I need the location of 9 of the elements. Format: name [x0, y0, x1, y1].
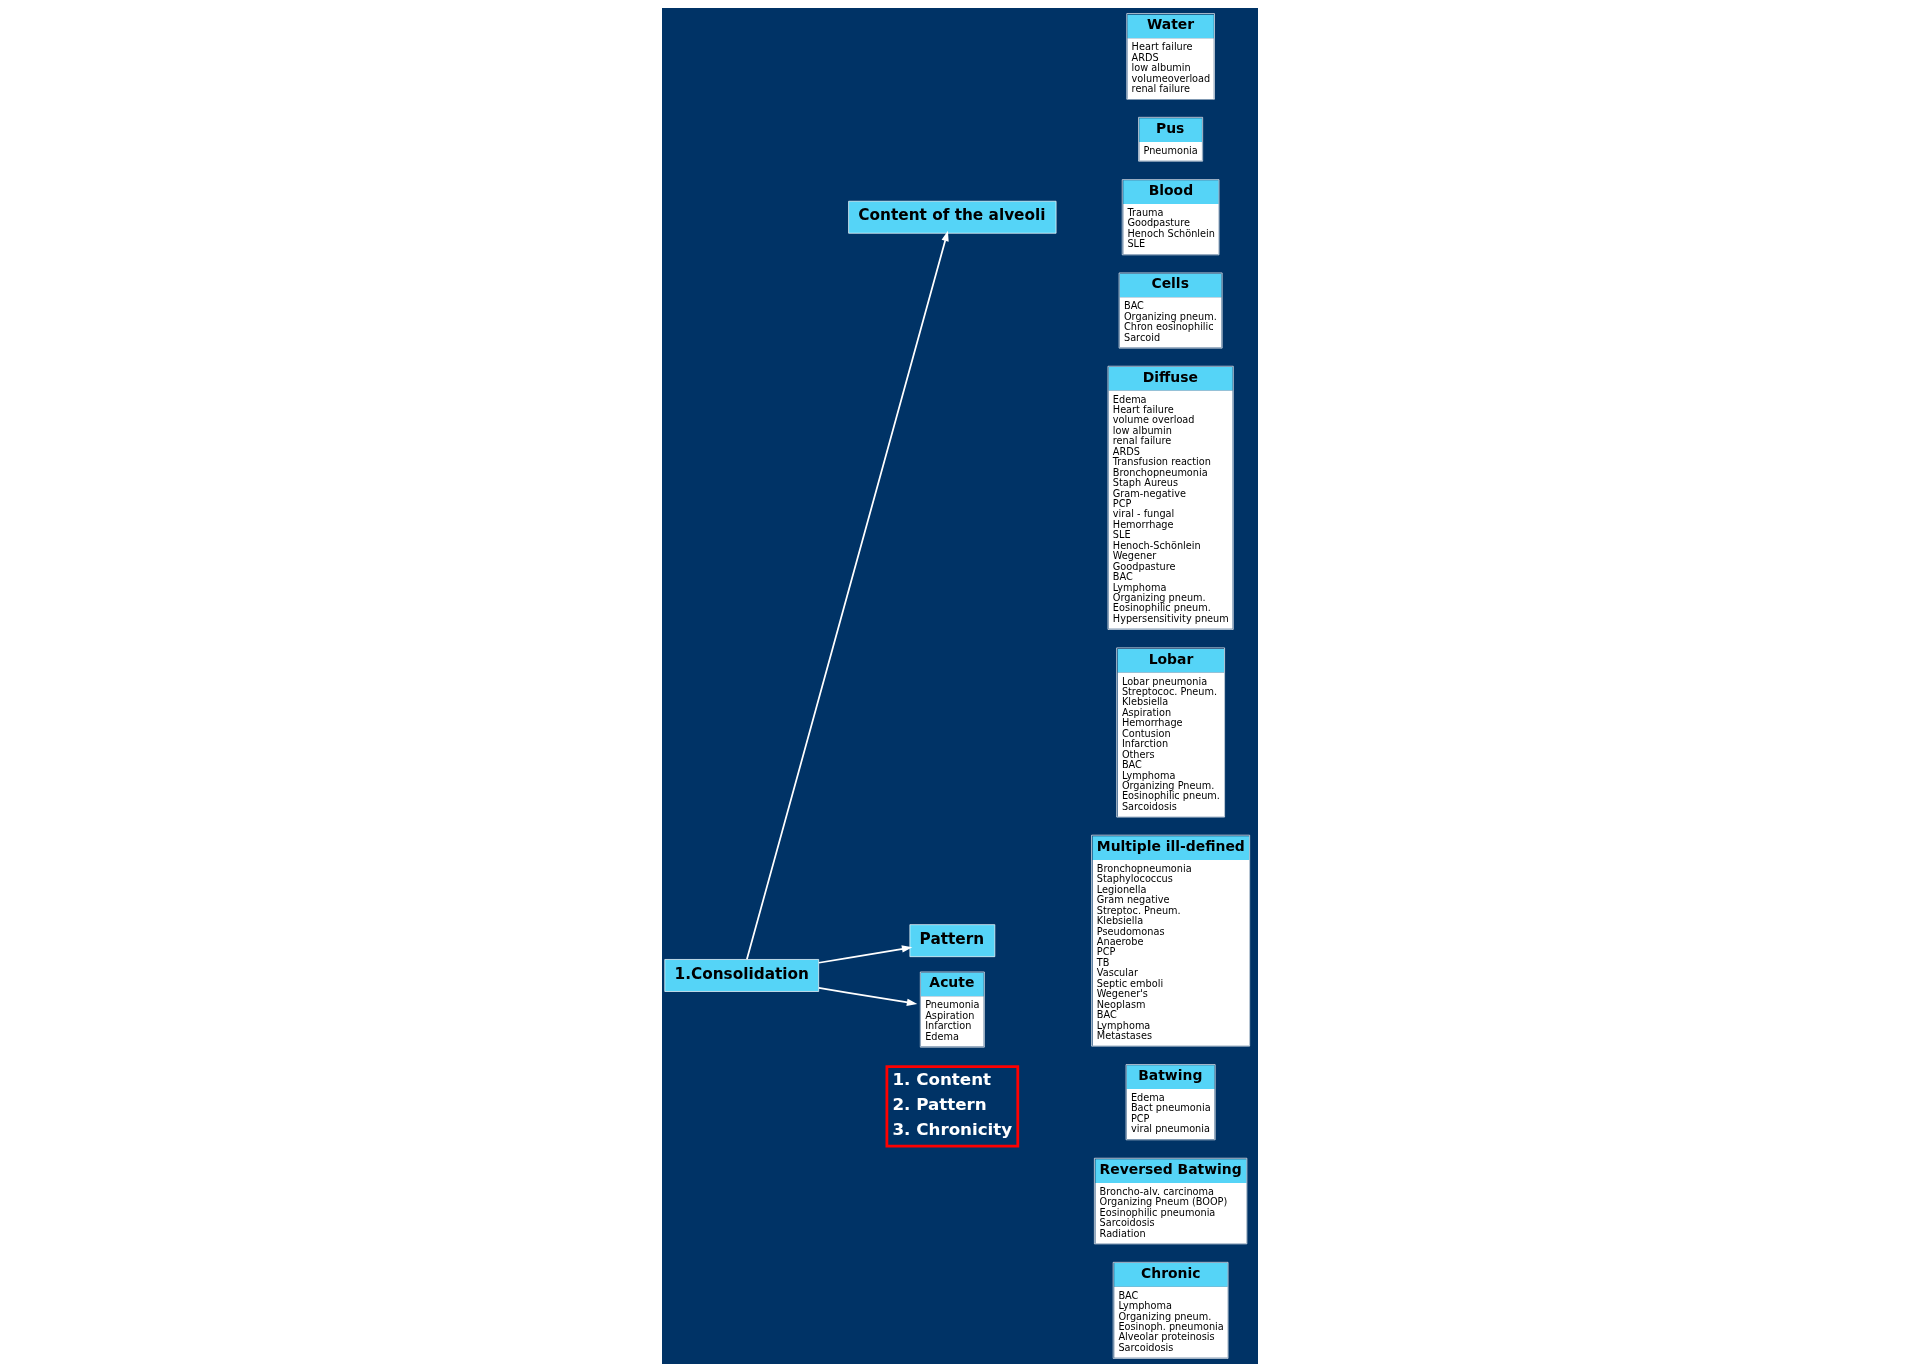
node-box: 1.Consolidation — [664, 959, 819, 992]
arrow — [817, 987, 918, 1006]
label: 1. Content — [892, 1068, 992, 1089]
node-box: Pattern — [909, 924, 996, 957]
node-box: Content of the alveoli — [848, 200, 1057, 234]
arrow — [746, 230, 949, 961]
arrow — [817, 945, 913, 964]
label: 3. Chronicity — [892, 1119, 1013, 1140]
label: 2. Pattern — [892, 1093, 987, 1114]
